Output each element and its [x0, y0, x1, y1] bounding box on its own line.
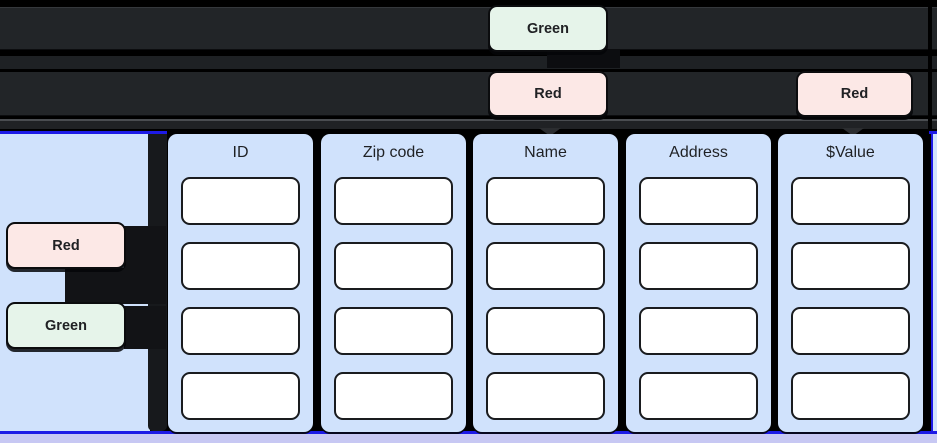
table-cell[interactable]: [181, 307, 300, 355]
chip-green-left[interactable]: Green: [6, 302, 126, 349]
table-cell[interactable]: [639, 177, 758, 225]
column-header: $Value: [826, 144, 875, 161]
table-cell[interactable]: [486, 307, 605, 355]
column-header: Address: [669, 144, 728, 161]
table-cell[interactable]: [334, 177, 453, 225]
column-header: Name: [524, 144, 567, 161]
selection-border-top: [0, 131, 167, 134]
table-column-name: Name: [473, 134, 618, 432]
table-cell[interactable]: [486, 372, 605, 420]
pointer-arrow-down-icon: [842, 128, 864, 136]
table-cell[interactable]: [639, 372, 758, 420]
selection-border-top: [929, 131, 937, 134]
chip-connector: [124, 306, 166, 349]
selection-border-bottom: [0, 431, 937, 434]
chip-green-top[interactable]: Green: [488, 5, 608, 52]
partial-column-panel: [931, 134, 937, 431]
table-cell[interactable]: [181, 242, 300, 290]
column-header: Zip code: [362, 144, 425, 161]
column-header: ID: [232, 144, 249, 161]
chip-red-left[interactable]: Red: [6, 222, 126, 269]
track-row-1: [0, 7, 937, 50]
bottom-highlight-strip: [0, 434, 937, 443]
table-cell[interactable]: [334, 242, 453, 290]
table-cell[interactable]: [791, 177, 910, 225]
table-cell[interactable]: [639, 307, 758, 355]
table-column-address: Address: [626, 134, 771, 432]
table-cell[interactable]: [486, 177, 605, 225]
chip-connector: [65, 268, 166, 304]
track-divider: [928, 5, 932, 131]
table-cell[interactable]: [639, 242, 758, 290]
table-cell[interactable]: [181, 372, 300, 420]
connector-bar: [0, 119, 937, 129]
table-cell[interactable]: [181, 177, 300, 225]
table-cell[interactable]: [334, 307, 453, 355]
chip-connector: [124, 226, 166, 269]
pointer-arrow-down-icon: [539, 128, 561, 136]
track-row-3: [0, 72, 937, 116]
chip-red-center[interactable]: Red: [488, 71, 608, 117]
chip-red-right[interactable]: Red: [796, 71, 913, 117]
table-column-zip-code: Zip code: [321, 134, 466, 432]
track-row-2: [0, 56, 937, 69]
table-cell[interactable]: [791, 372, 910, 420]
chip-shadow: [547, 50, 620, 68]
table-cell[interactable]: [791, 242, 910, 290]
table-cell[interactable]: [334, 372, 453, 420]
table-column--value: $Value: [778, 134, 923, 432]
table-column-id: ID: [168, 134, 313, 432]
table-cell[interactable]: [791, 307, 910, 355]
table-cell[interactable]: [486, 242, 605, 290]
